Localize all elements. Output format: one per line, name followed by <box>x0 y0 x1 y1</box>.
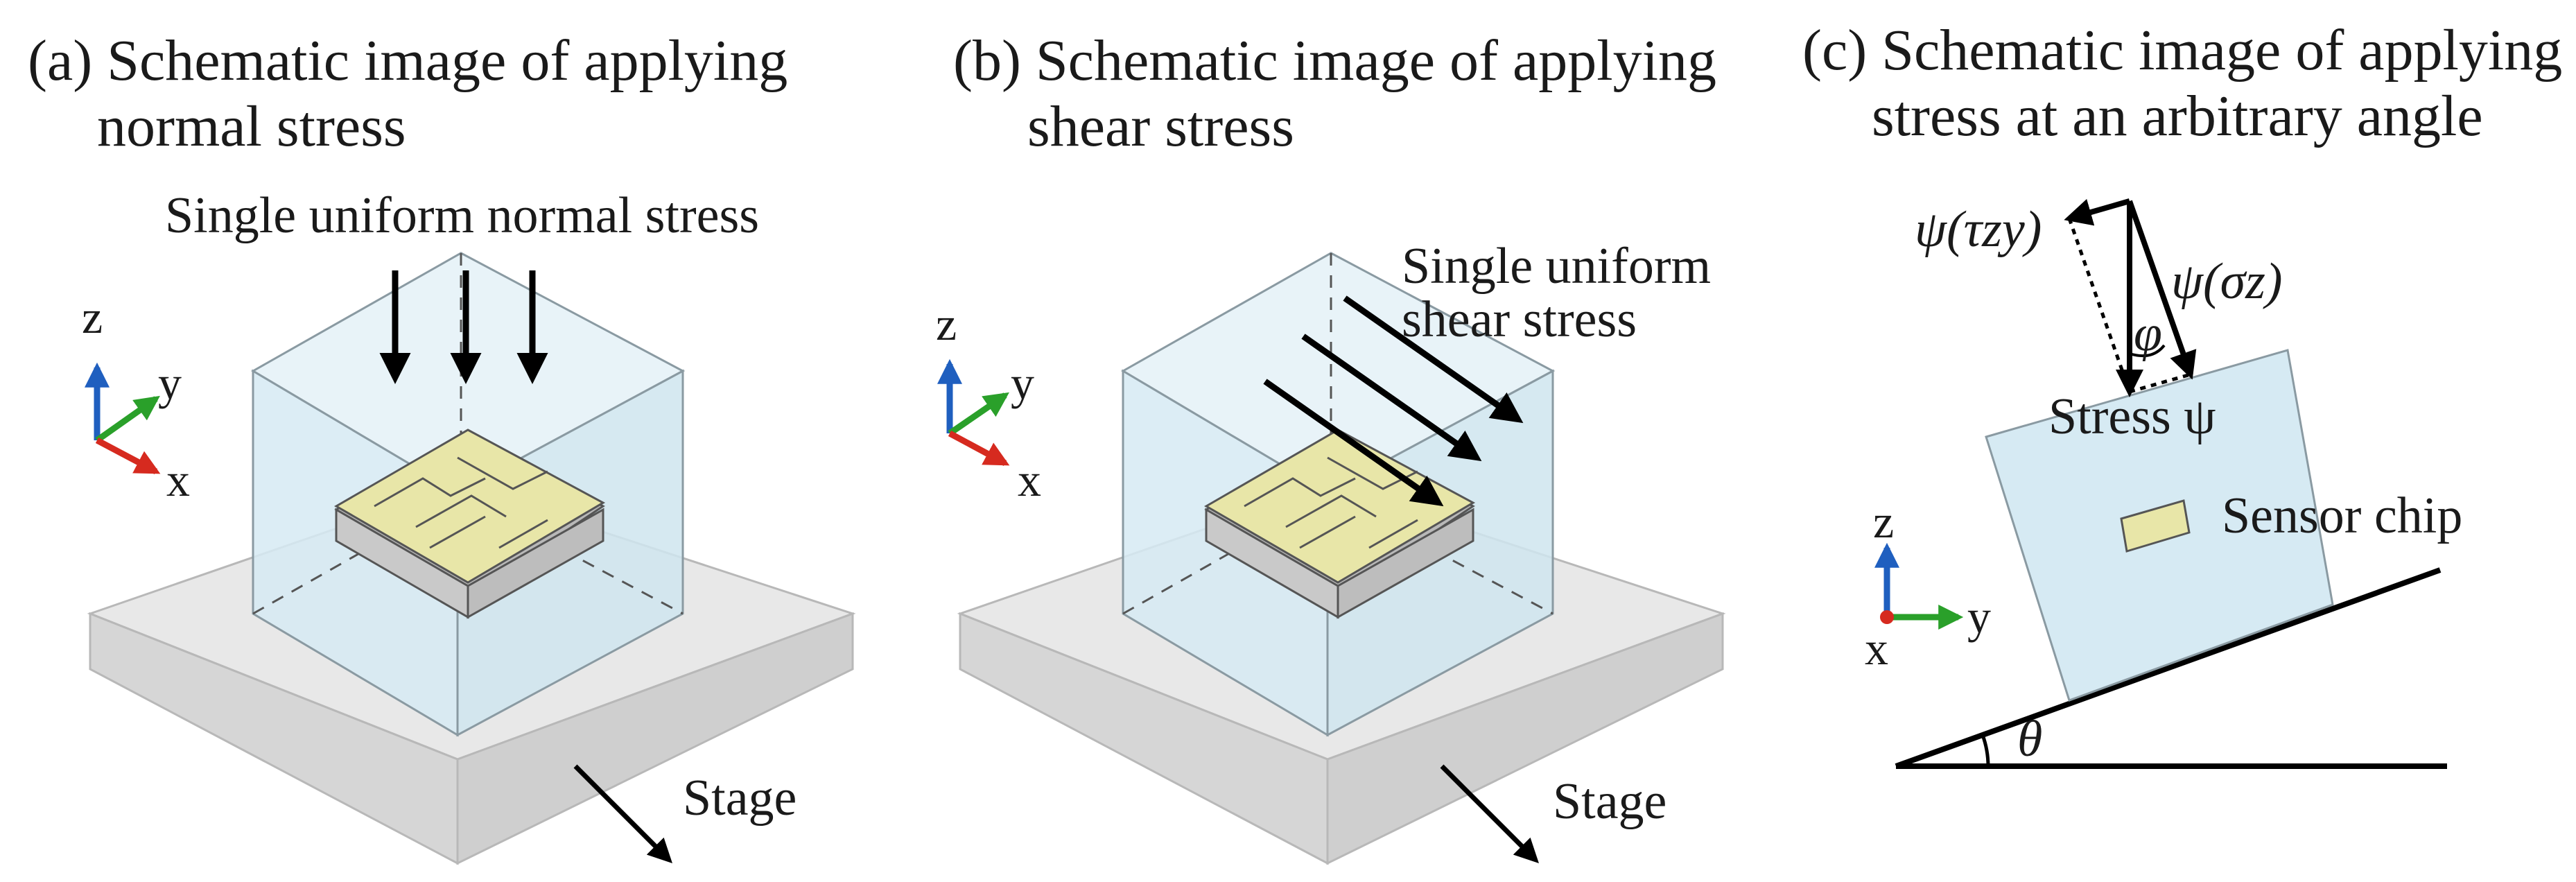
theta-label: θ <box>2017 711 2042 768</box>
panel-a: (a) Schematic image of applying normal s… <box>28 28 856 865</box>
y-axis-label: y <box>158 356 182 409</box>
inclined-plane <box>1895 567 2442 769</box>
panel-c-axis-triad: z y x <box>1865 495 1991 675</box>
x-axis-arrow <box>948 431 1010 466</box>
shear-stress-arrow-top <box>1343 295 1524 424</box>
panel-b: (b) Schematic image of applying shear st… <box>936 28 1726 865</box>
panel-c-caption-line2: stress at an arbitrary angle <box>1872 84 2483 148</box>
panel-b-caption-line2: shear stress <box>1027 94 1294 159</box>
x-axis-label: x <box>1865 622 1888 675</box>
stress-psi-label: Stress ψ <box>2048 388 2216 445</box>
sensor-chip-label: Sensor chip <box>2222 487 2462 544</box>
x-axis-arrow <box>95 438 161 474</box>
panel-a-sensor-chip <box>334 429 606 619</box>
panel-a-stage-arrow <box>573 764 672 863</box>
shear-component-arrow <box>2064 198 2131 226</box>
z-axis-label: z <box>936 297 957 350</box>
y-axis-label: y <box>1011 356 1034 409</box>
y-axis-label: y <box>1967 590 1991 643</box>
panel-a-caption-line2: normal stress <box>97 94 406 159</box>
panel-b-sensor-chip <box>1204 429 1476 619</box>
phi-arc <box>2129 344 2166 357</box>
panel-b-stage-label: Stage <box>1553 773 1666 830</box>
panel-b-caption-line1: (b) Schematic image of applying <box>953 28 1716 93</box>
panel-b-axis-triad: z y x <box>936 297 1041 506</box>
z-axis-label: z <box>1873 495 1894 548</box>
z-axis-label: z <box>82 291 103 343</box>
normal-component-label: ψ(σz) <box>2171 253 2283 310</box>
theta-arc <box>1981 734 1990 767</box>
panel-a-stage-label: Stage <box>683 770 797 827</box>
panel-b-stress-label-line2: shear stress <box>1402 291 1637 348</box>
shear-stress-arrow-bottom <box>1263 379 1444 507</box>
panel-b-stage-arrow <box>1440 764 1539 863</box>
x-axis-dot <box>1880 610 1894 624</box>
y-axis-arrow <box>95 395 160 443</box>
x-axis-label: x <box>166 453 190 506</box>
shear-component-label: ψ(τzy) <box>1915 201 2042 258</box>
shear-stress-arrow-middle <box>1301 334 1482 462</box>
panel-a-caption-line1: (a) Schematic image of applying <box>28 28 787 93</box>
normal-component-arrow <box>2127 200 2197 380</box>
phi-label: φ <box>2134 305 2162 362</box>
panel-a-stress-label: Single uniform normal stress <box>165 187 759 244</box>
sensor-chip <box>2120 499 2191 553</box>
panel-b-stress-label-line1: Single uniform <box>1402 238 1711 295</box>
x-axis-label: x <box>1018 453 1041 506</box>
panel-c-caption-line1: (c) Schematic image of applying <box>1802 18 2562 83</box>
panel-c: (c) Schematic image of applying stress a… <box>1802 18 2562 769</box>
panel-a-axis-triad: z y x <box>82 291 190 506</box>
projection-dotted-line <box>2067 218 2132 392</box>
y-axis-arrow <box>948 392 1009 436</box>
